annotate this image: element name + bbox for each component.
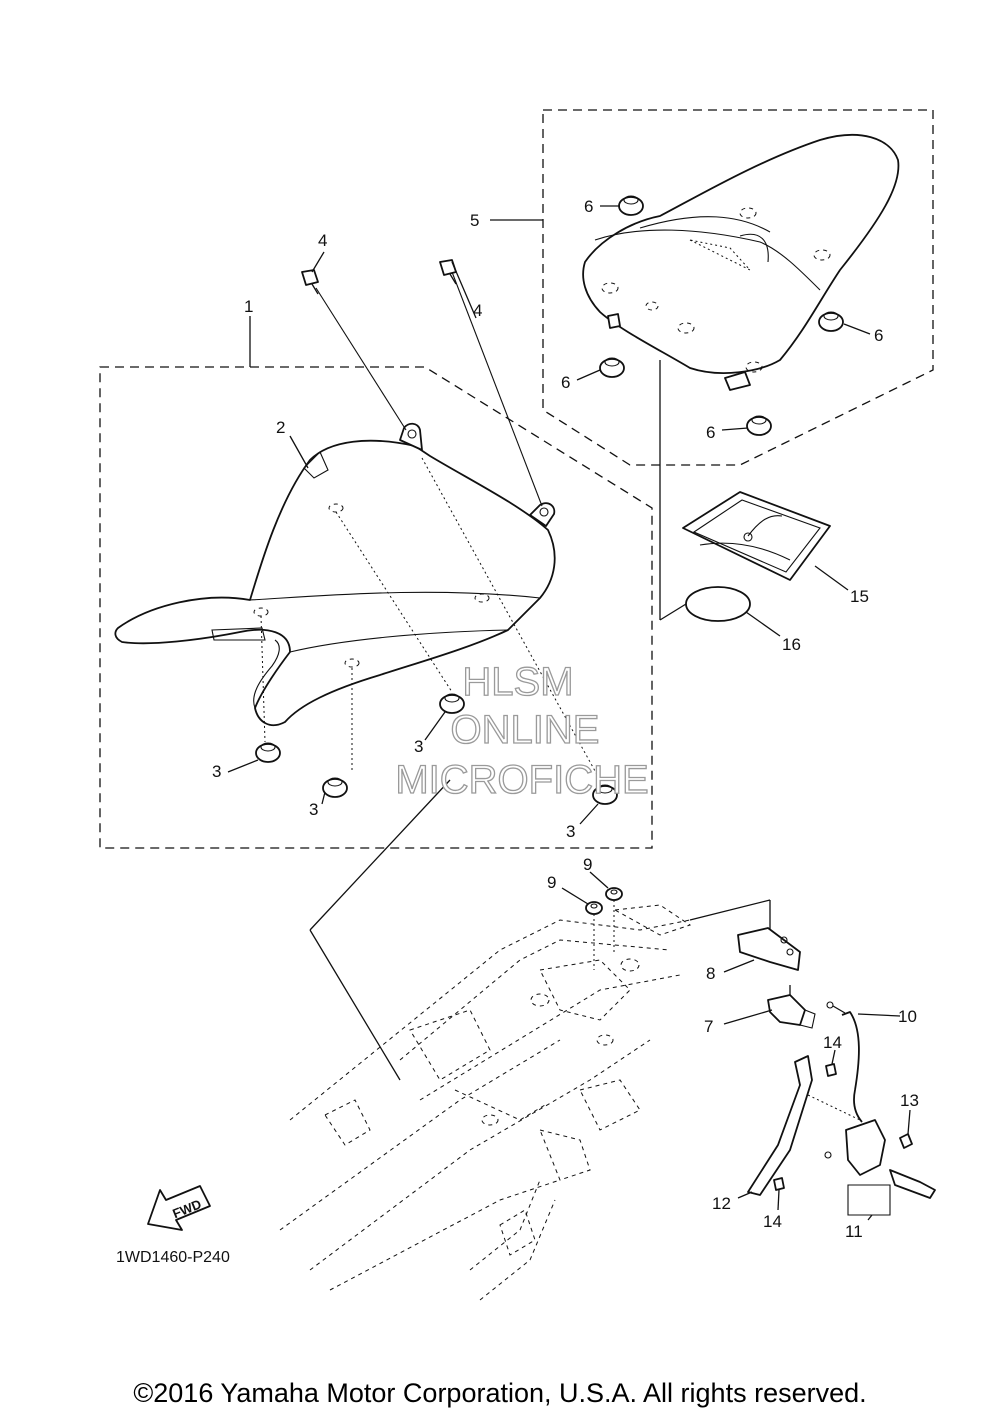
bolt-4-right	[439, 259, 457, 285]
watermark-line: MICROFICHE	[395, 758, 648, 802]
damper-6	[599, 195, 844, 436]
callout-12: 12	[712, 1194, 731, 1213]
bolt-4-left	[301, 269, 319, 295]
watermark: HLSM ONLINE MICROFICHE	[395, 659, 650, 802]
lock-catch-7	[767, 985, 816, 1029]
callout-13: 13	[900, 1091, 919, 1110]
callout-3: 3	[309, 800, 318, 819]
callout-7: 7	[704, 1017, 713, 1036]
passenger-seat	[582, 133, 900, 391]
callout-14: 14	[823, 1033, 842, 1052]
callout-leaders	[227, 205, 911, 1221]
rider-seat-leaders	[260, 271, 601, 781]
callout-numbers: 1 2 3 3 3 3 4 4 5 6 6 6 6 7 8 9 9 10 11 …	[212, 197, 919, 1241]
callout-4: 4	[318, 231, 327, 250]
watermark-line: HLSM	[462, 660, 573, 704]
callout-14: 14	[763, 1212, 782, 1231]
callout-3: 3	[212, 762, 221, 781]
callout-9: 9	[583, 855, 592, 874]
callout-5: 5	[470, 211, 479, 230]
seat-to-frame-leader	[309, 779, 451, 1081]
diagram-code: 1WD1460-P240	[116, 1249, 230, 1266]
callout-6: 6	[874, 326, 883, 345]
callout-10: 10	[898, 1007, 917, 1026]
band-16	[685, 586, 751, 622]
tool-bag-15	[682, 491, 831, 581]
lock-plate-12	[747, 1055, 861, 1196]
screw-13	[899, 1133, 913, 1149]
callout-3: 3	[566, 822, 575, 841]
seat-lock-11	[824, 1119, 936, 1216]
rider-seat	[114, 422, 556, 727]
nut-9	[585, 887, 623, 970]
rear-frame	[279, 904, 692, 1301]
passenger-seat-group-outline	[542, 109, 934, 466]
callout-15: 15	[850, 587, 869, 606]
callout-6: 6	[561, 373, 570, 392]
callout-8: 8	[706, 964, 715, 983]
callout-11: 11	[845, 1222, 863, 1241]
screw-14	[773, 1063, 837, 1191]
callout-4: 4	[473, 301, 482, 320]
bracket-leader	[689, 899, 771, 921]
callout-2: 2	[276, 418, 285, 437]
callout-6: 6	[584, 197, 593, 216]
watermark-line: ONLINE	[451, 708, 600, 752]
cable-10	[826, 1001, 863, 1123]
damper-3	[255, 693, 618, 805]
callout-3: 3	[414, 737, 423, 756]
bracket-8	[737, 927, 801, 971]
callout-1: 1	[244, 297, 253, 316]
callout-9: 9	[547, 873, 556, 892]
callout-16: 16	[782, 635, 801, 654]
fwd-arrow: FWD	[147, 1185, 211, 1231]
copyright-notice: ©2016 Yamaha Motor Corporation, U.S.A. A…	[133, 1378, 867, 1408]
band-leader	[659, 603, 687, 621]
callout-6: 6	[706, 423, 715, 442]
rider-seat-group-outline	[99, 366, 653, 849]
